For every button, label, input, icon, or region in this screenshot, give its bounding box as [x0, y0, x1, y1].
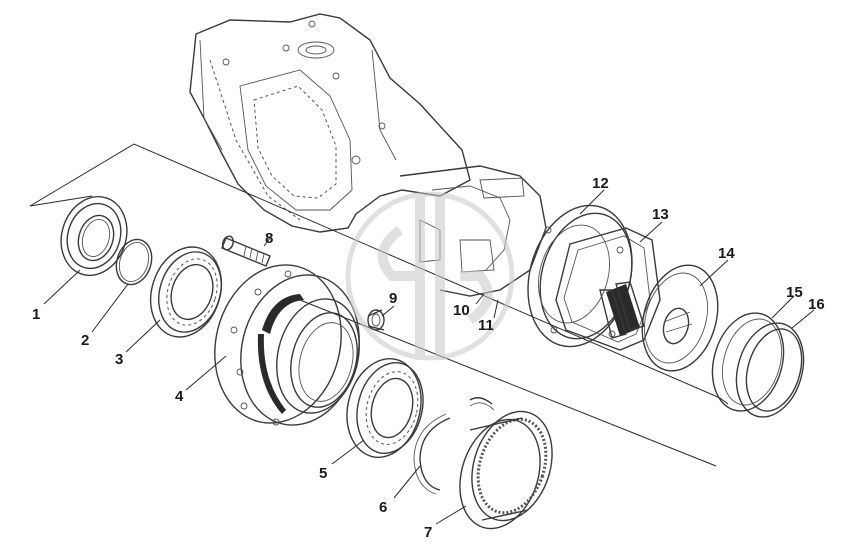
callout-10: 10	[453, 302, 470, 319]
wheel-hub-part-4	[214, 264, 360, 426]
callout-7: 7	[424, 524, 432, 541]
leader-lines	[43, 189, 815, 525]
callout-14: 14	[718, 245, 735, 262]
gasket-part-13	[555, 227, 661, 351]
callout-labels: 1 2 3 4 5 6 7 8 9 10 11 12 13 14 15 16	[32, 175, 825, 541]
callout-11: 11	[478, 317, 494, 334]
watermark-logo	[345, 191, 515, 361]
callout-6: 6	[379, 499, 387, 516]
circlip-part-6	[413, 397, 495, 495]
bushing-part-9	[367, 309, 385, 331]
callout-1: 1	[32, 306, 40, 323]
callout-3: 3	[115, 351, 123, 368]
callout-4: 4	[175, 388, 184, 405]
cover-plate-part-12	[527, 204, 633, 348]
callout-2: 2	[81, 332, 89, 349]
axle-housing	[189, 13, 547, 297]
brake-discs-part-14	[599, 264, 719, 372]
callout-15: 15	[786, 284, 803, 301]
ring-gear-part-7	[459, 410, 553, 530]
ring-part-16	[735, 322, 805, 418]
callout-9: 9	[389, 290, 397, 307]
callout-5: 5	[319, 465, 327, 482]
callout-13: 13	[652, 206, 669, 223]
callout-16: 16	[808, 296, 825, 313]
callout-8: 8	[265, 230, 273, 247]
bearing-part-5	[346, 358, 424, 458]
bearing-part-3	[149, 246, 223, 338]
ring-part-15	[711, 312, 785, 412]
callout-12: 12	[592, 175, 609, 192]
stud-bolt-part-8	[221, 235, 271, 267]
seal-ring-part-1	[60, 195, 128, 277]
snap-ring-part-2	[115, 238, 153, 286]
